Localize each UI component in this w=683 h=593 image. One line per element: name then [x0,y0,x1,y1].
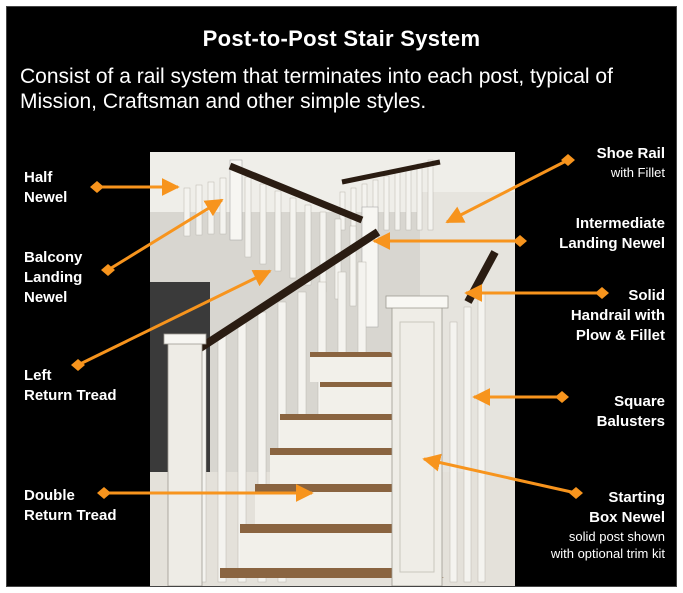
arrow-balcony-landing-newel [101,198,224,276]
label-double-return-tread: Double Return Tread [24,487,117,524]
label-square-balusters: Square Balusters [596,393,665,430]
label-starting-box-newel: Starting Box Newel solid post shown with… [550,489,665,561]
arrow-square-balusters [472,388,569,406]
label-balcony-landing-newel: Balcony Landing Newel [24,249,83,306]
arrow-double-return-tread [97,484,314,502]
diagram-subtitle: Consist of a rail system that terminates… [20,65,613,113]
arrow-left-return-tread [71,269,272,371]
label-half-newel: Half Newel [24,169,68,206]
arrow-intermediate-landing-newel [372,232,527,250]
label-left-return-tread: Left Return Tread [24,367,117,404]
arrow-half-newel [90,178,180,196]
arrow-solid-handrail [464,284,609,302]
arrow-shoe-rail [445,154,575,224]
label-shoe-rail: Shoe Rail with Fillet [596,145,665,180]
label-intermediate-landing-newel: Intermediate Landing Newel [559,215,665,252]
staircase-photo [150,152,515,586]
label-solid-handrail: Solid Handrail with Plow & Fillet [570,287,665,344]
arrow-starting-box-newel [422,453,583,499]
diagram-title: Post-to-Post Stair System [202,26,481,51]
